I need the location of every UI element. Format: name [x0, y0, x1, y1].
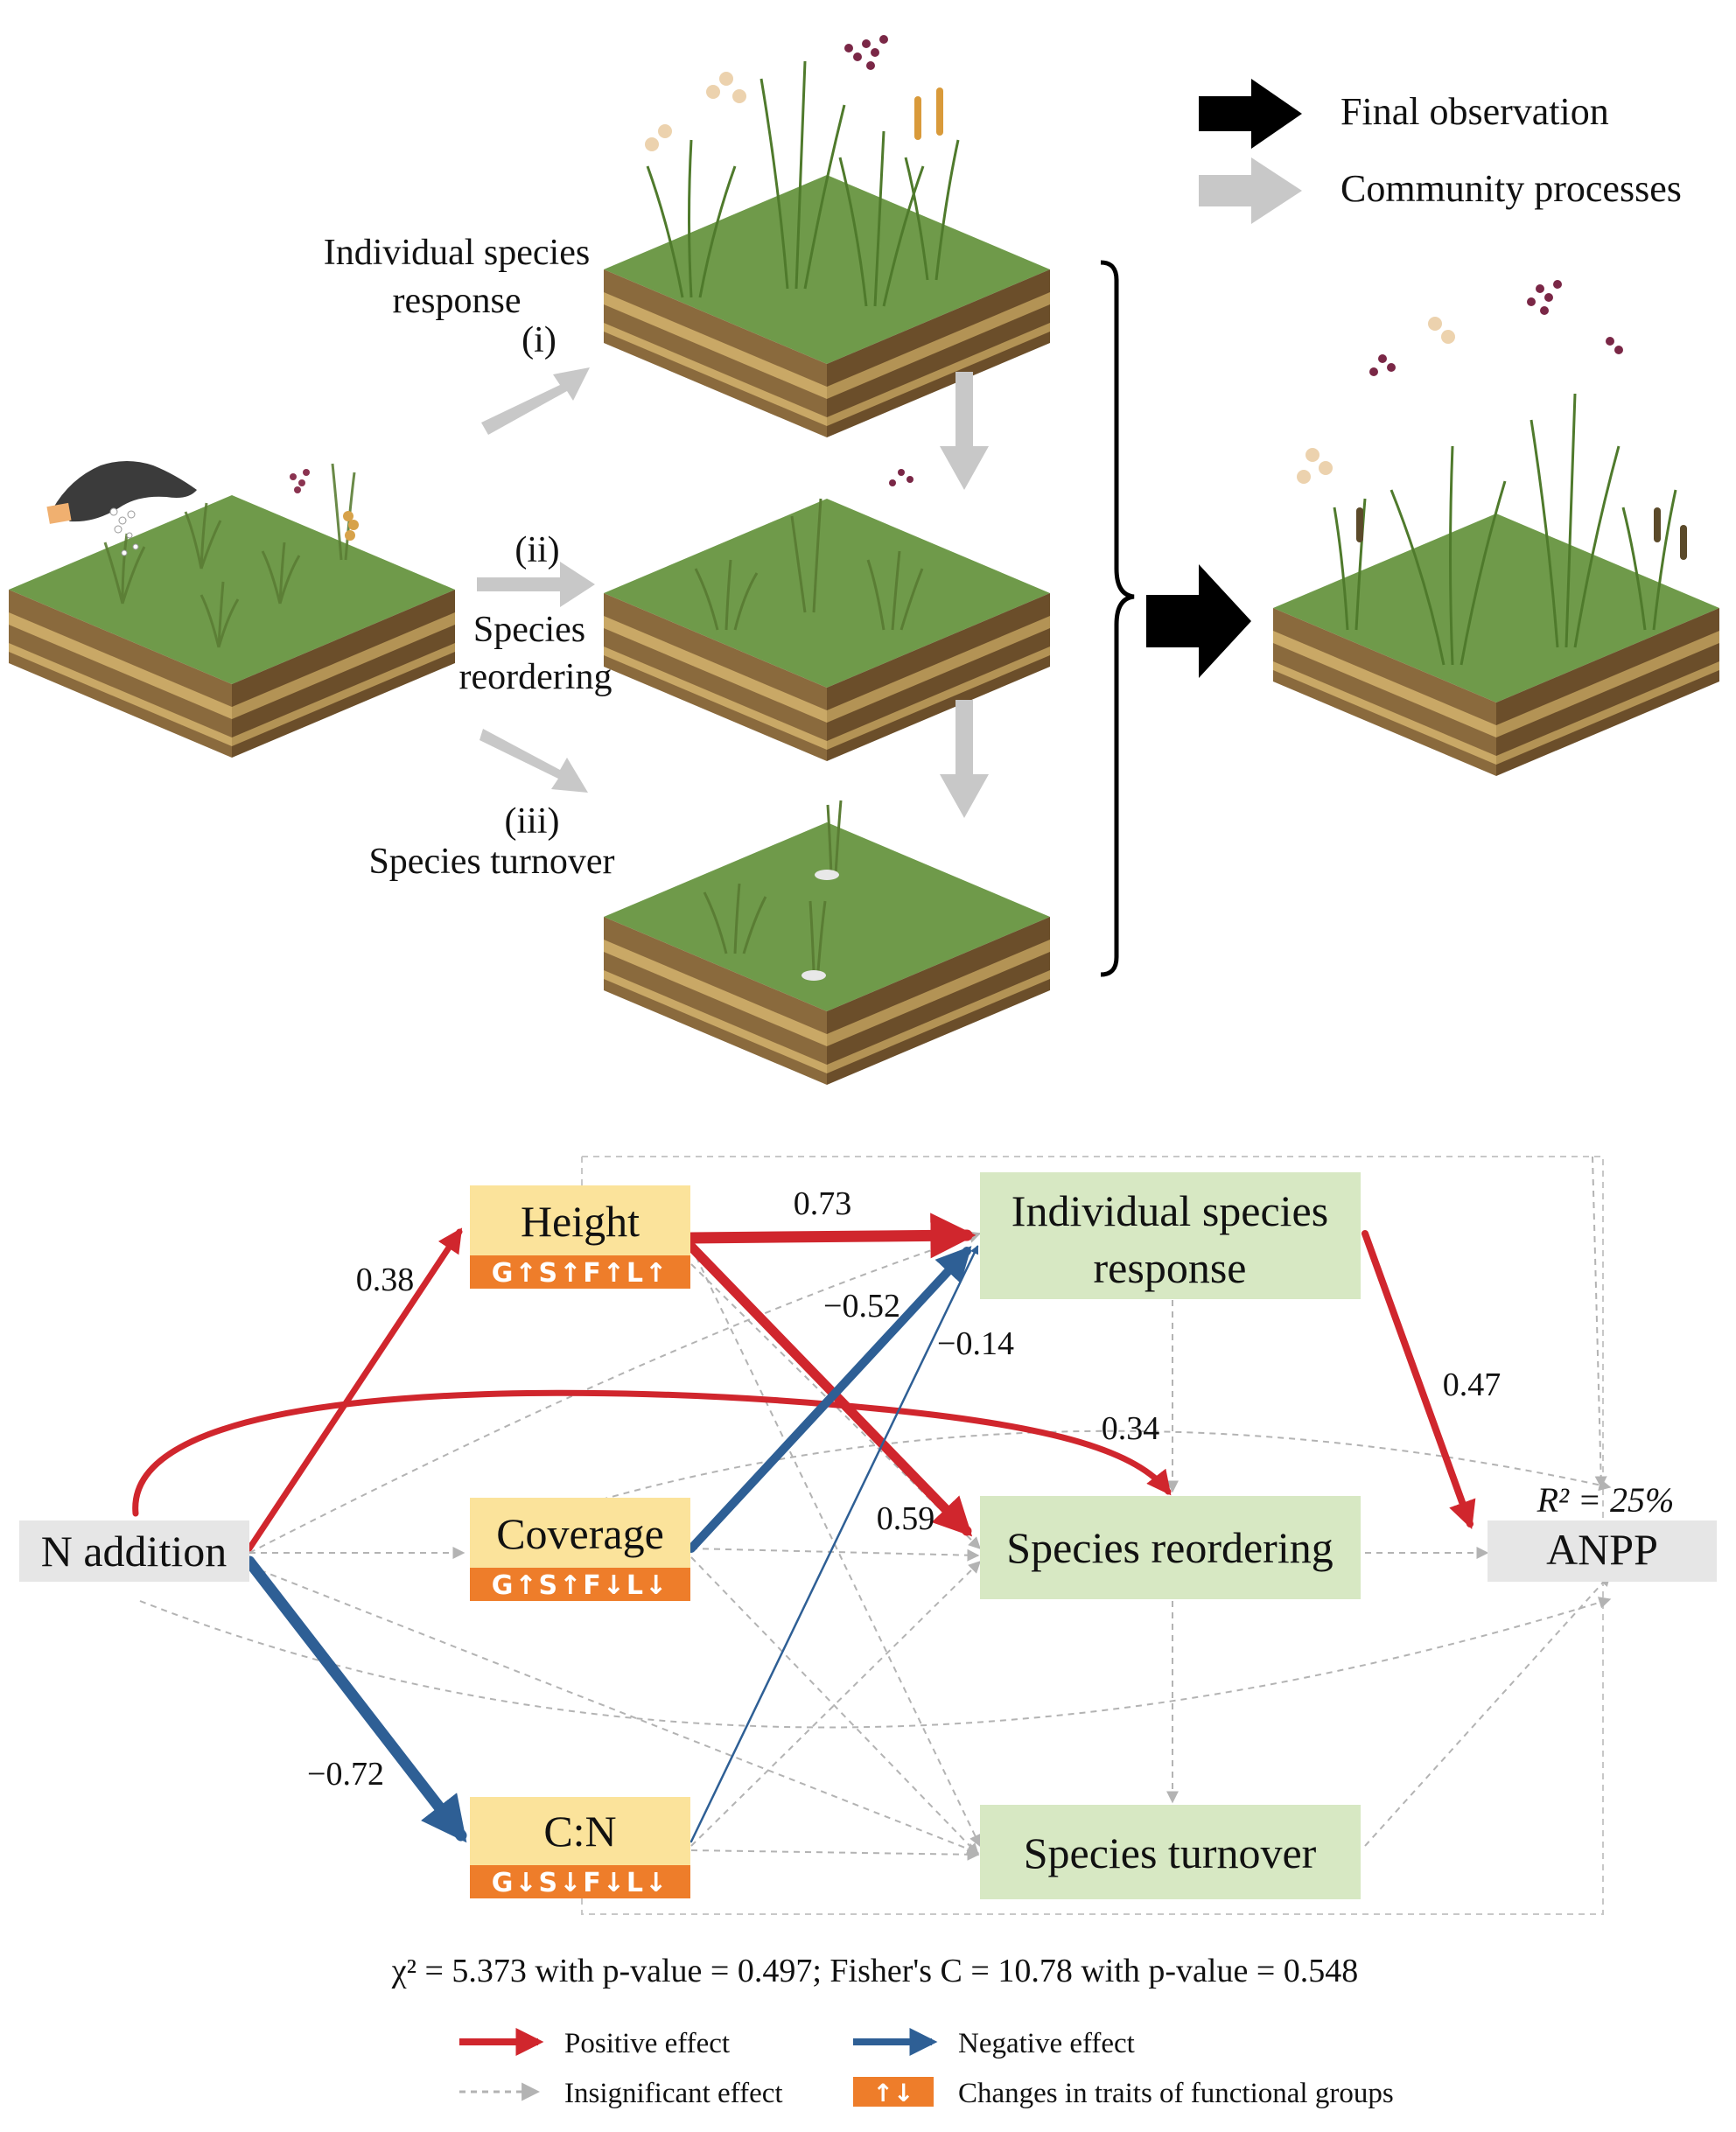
path-n-reorder	[132, 1389, 1172, 1517]
node-isr-line1: Individual species	[1012, 1186, 1328, 1235]
legend-insignificant-label: Insignificant effect	[564, 2078, 783, 2109]
brace	[1100, 260, 1135, 977]
stage-iii-number: (iii)	[505, 801, 560, 842]
coef-height-isr: 0.73	[794, 1185, 852, 1222]
node-coverage-traits: G↑S↑F↓L↓	[492, 1570, 668, 1601]
plot-reordering	[604, 469, 1050, 761]
node-turnover-label: Species turnover	[1024, 1828, 1317, 1877]
sem-frame	[581, 1156, 1604, 1915]
node-cn-traits: G↓S↓F↓L↓	[492, 1868, 668, 1898]
coef-coverage-isr: −0.52	[823, 1288, 900, 1325]
coef-height-reorder: 0.59	[877, 1500, 935, 1537]
plot-turnover	[604, 800, 1050, 1085]
insignificant-paths	[139, 1156, 1612, 1861]
stage-i-number: (i)	[522, 320, 556, 360]
node-anpp: ANPP R² = 25%	[1488, 1480, 1717, 1582]
legend-positive-label: Positive effect	[564, 2028, 730, 2059]
node-coverage-label: Coverage	[496, 1509, 664, 1558]
path-height-reorder	[686, 1241, 973, 1537]
node-height-label: Height	[521, 1197, 640, 1246]
path-coverage-isr	[687, 1246, 972, 1553]
process-arrows	[477, 367, 989, 818]
coef-isr-anpp: 0.47	[1443, 1367, 1502, 1403]
legend-final-observation: Final observation	[1199, 79, 1609, 149]
arrow-ii-to-iii	[940, 700, 989, 818]
node-height: Height G↑S↑F↑L↑	[470, 1185, 690, 1289]
node-n-addition-label: N addition	[41, 1527, 227, 1576]
legend-process-label: Community processes	[1340, 167, 1682, 210]
plot-individual-response	[604, 35, 1050, 437]
anpp-r2: R² = 25%	[1536, 1480, 1675, 1520]
node-coverage: Coverage G↑S↑F↓L↓	[470, 1498, 690, 1601]
stage-ii-line1: Species	[473, 610, 585, 650]
legend-traits-swatch	[853, 2077, 934, 2107]
legend-traits-label: Changes in traits of functional groups	[958, 2078, 1394, 2109]
stage-i-line1: Individual species	[324, 233, 590, 273]
model-fit-stats: χ² = 5.373 with p-value = 0.497; Fisher'…	[391, 1953, 1359, 1989]
node-height-traits: G↑S↑F↑L↑	[492, 1258, 668, 1289]
path-isr-anpp	[1362, 1230, 1476, 1530]
path-n-cn	[243, 1555, 467, 1843]
path-height-isr	[685, 1213, 976, 1259]
coef-n-cn: −0.72	[307, 1756, 384, 1793]
plot-final	[1273, 280, 1719, 776]
legend-final-label: Final observation	[1340, 90, 1609, 133]
stage-i-line2: response	[393, 281, 522, 321]
coef-n-reorder: 0.34	[1102, 1410, 1160, 1447]
node-reorder-label: Species reordering	[1006, 1523, 1333, 1572]
node-individual-species-response: Individual species response	[980, 1172, 1361, 1299]
legend-bottom: Positive effect Negative effect Insignif…	[459, 2028, 1394, 2109]
node-anpp-label: ANPP	[1546, 1525, 1658, 1574]
legend-negative-label: Negative effect	[958, 2028, 1135, 2059]
stage-iii-label: Species turnover	[368, 842, 614, 882]
coef-cn-isr: −0.14	[937, 1325, 1014, 1362]
significant-paths	[132, 1213, 1476, 1843]
legend-traits-symbol: ↑↓	[873, 2079, 914, 2108]
arrow-i-to-ii	[940, 372, 989, 490]
stage-ii-line2: reordering	[459, 657, 612, 697]
node-cn: C:N G↓S↓F↓L↓	[470, 1797, 690, 1898]
plot-initial	[9, 461, 455, 758]
node-species-turnover: Species turnover	[980, 1805, 1361, 1899]
node-isr-line2: response	[1094, 1243, 1247, 1292]
path-n-height	[246, 1227, 463, 1552]
stage-ii-number: (ii)	[514, 530, 559, 570]
legend-community-processes: Community processes	[1199, 157, 1682, 224]
final-arrow	[1146, 564, 1251, 678]
coef-n-height: 0.38	[356, 1262, 415, 1298]
arrow-to-iii	[480, 729, 588, 793]
arrow-to-ii	[477, 562, 595, 607]
node-species-reordering: Species reordering	[980, 1496, 1361, 1599]
path-cn-isr	[690, 1245, 979, 1843]
node-n-addition: N addition	[19, 1520, 249, 1582]
arrow-to-i	[481, 367, 590, 435]
node-cn-label: C:N	[543, 1807, 616, 1856]
